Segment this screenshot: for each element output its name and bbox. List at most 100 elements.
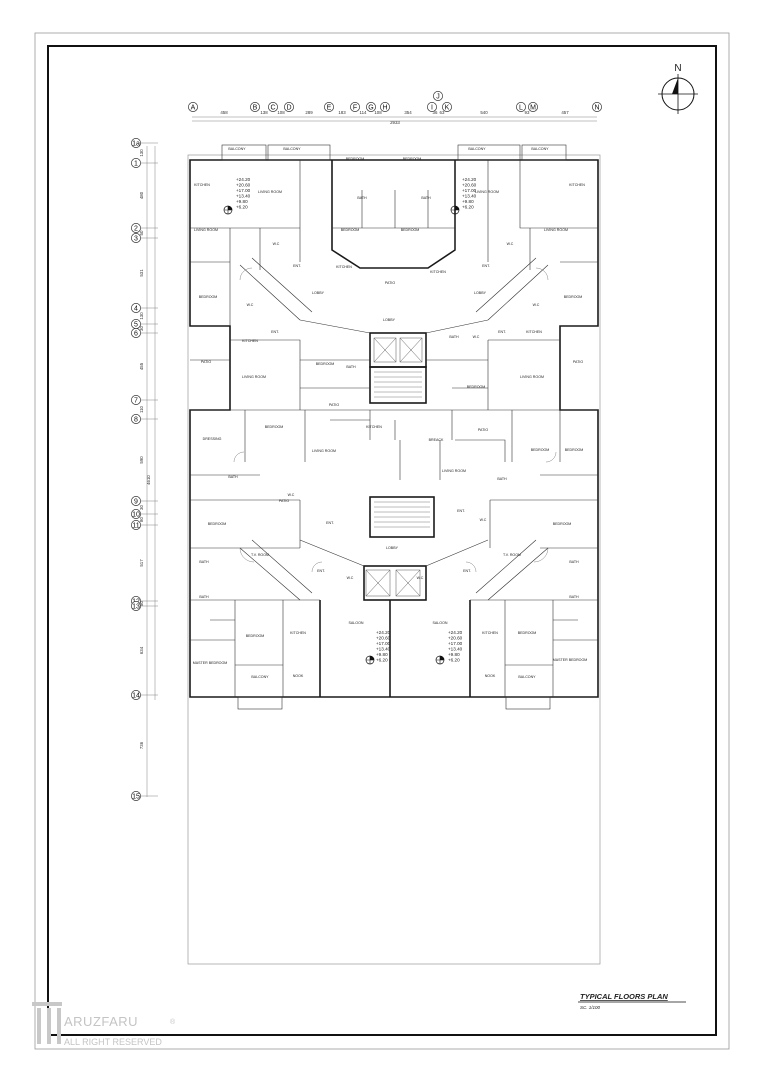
grid-row-9: 9 — [131, 496, 158, 506]
room-label-bedroom: BEDROOM — [467, 385, 486, 389]
level-value: +24.20 — [448, 630, 463, 635]
room-label-ent: ENT. — [463, 569, 471, 573]
level-annotations: +24.20+20.60+17.00+13.40+9.80+6.20+24.20… — [236, 177, 477, 663]
room-label-dressing: DRESSING — [203, 437, 222, 441]
room-label-bedroom: BEDROOM — [564, 295, 583, 299]
room-label-bath: BATH — [357, 196, 367, 200]
room-label-kitchen: KITCHEN — [366, 425, 382, 429]
stair-upper — [369, 366, 427, 404]
watermark-mark: ® — [170, 1018, 176, 1026]
level-value: +13.40 — [236, 194, 251, 199]
room-label-bedroom: BEDROOM — [246, 634, 265, 638]
room-label-kitchen: KITCHEN — [526, 330, 542, 334]
grid-row-15: 15 — [131, 791, 158, 801]
grid-col-label: L — [519, 104, 523, 111]
grid-row-3: 3 — [131, 233, 158, 243]
room-label-living: LIVING ROOM — [475, 190, 499, 194]
grid-row-label: 7 — [134, 397, 138, 404]
room-label-balcony: BALCONY — [228, 147, 246, 151]
grid-col-label: K — [445, 104, 450, 111]
room-label-bath: BATH — [228, 475, 238, 479]
grid-col-label: J — [436, 93, 440, 100]
room-label-bath: BATH — [421, 196, 431, 200]
inner-frame — [47, 45, 717, 1036]
site-boundary — [187, 154, 601, 965]
room-label-bath: BATH — [346, 365, 356, 369]
grid-row-7: 7 — [131, 395, 158, 405]
grid-col-label: F — [353, 104, 357, 111]
grid-col-label: E — [327, 104, 332, 111]
watermark-name: ARUZFARU — [64, 1014, 138, 1029]
grid-col-label: A — [191, 104, 196, 111]
grid-col-label: B — [253, 104, 258, 111]
total-height-dim: 4610 — [146, 475, 151, 485]
plan-title: TYPICAL FLOORS PLAN — [580, 992, 668, 1001]
level-value: +17.00 — [376, 641, 391, 646]
door-swings — [233, 267, 557, 573]
level-value: +20.60 — [448, 636, 463, 641]
grid-row-label: 1 — [134, 160, 138, 167]
room-label-living: LIVING ROOM — [312, 449, 336, 453]
col-dim: 289 — [305, 110, 313, 115]
grid-row-14: 14 — [131, 690, 158, 700]
grid-col-k: K — [442, 102, 452, 112]
col-dim: 93 — [525, 110, 530, 115]
room-label-wc: W.C — [417, 576, 424, 580]
row-dim: 531 — [139, 269, 144, 277]
grid-row-4: 4 — [131, 303, 158, 313]
level-value: +20.60 — [236, 183, 251, 188]
room-label-tv: T.V. ROOM — [251, 553, 269, 557]
room-label-saloon: SALOON — [433, 621, 448, 625]
room-label-living: LIVING ROOM — [194, 228, 218, 232]
grid-col-a: A — [188, 102, 198, 112]
room-label-bath: BATH — [569, 595, 579, 599]
grid-col-c: C — [268, 102, 278, 112]
grid-row-5: 5 — [131, 319, 158, 329]
room-label-wc: W.C — [273, 242, 280, 246]
grid-row-label: 1a — [132, 140, 140, 147]
grid-col-i: I — [427, 102, 437, 112]
level-marker-ne — [450, 205, 460, 215]
row-dim: 50 — [139, 601, 144, 606]
grid-col-label: N — [594, 104, 599, 111]
row-dim: 455 — [139, 362, 144, 370]
grid-col-label: M — [530, 104, 536, 111]
watermark-logo — [32, 1002, 62, 1006]
col-dim: 457 — [561, 110, 569, 115]
grid-col-e: E — [324, 102, 334, 112]
grid-row-11: 11 — [131, 520, 158, 530]
room-label-bedroom: BEDROOM — [341, 228, 360, 232]
room-label-living: LIVING ROOM — [442, 469, 466, 473]
room-label-bath: BATH — [199, 595, 209, 599]
room-label-patio: PATIO — [573, 360, 583, 364]
level-value: +20.60 — [376, 636, 391, 641]
room-label-balcony: BALCONY — [283, 147, 301, 151]
grid-col-n: N — [592, 102, 602, 112]
room-label-kitchen: KITCHEN — [482, 631, 498, 635]
room-label-lobby: LOBBY — [474, 291, 487, 295]
north-label: N — [674, 63, 681, 74]
room-label-patio: PATIO — [279, 499, 289, 503]
room-label-kitchen: KITCHEN — [430, 270, 446, 274]
level-value: +13.40 — [462, 194, 477, 199]
row-dim: 110 — [139, 405, 144, 413]
grid-row-bubbles: 1a123456789101112131415 — [131, 138, 158, 801]
room-label-wc: W.C — [533, 303, 540, 307]
level-value: +20.60 — [462, 183, 477, 188]
grid-row-label: 2 — [134, 225, 138, 232]
room-label-lobby: LOBBY — [312, 291, 325, 295]
room-label-patio: PATIO — [478, 428, 488, 432]
room-label-bedroom: BEDROOM — [553, 522, 572, 526]
room-label-bedroom: BEDROOM — [316, 362, 335, 366]
level-value: +17.00 — [448, 641, 463, 646]
level-value: +6.20 — [376, 658, 388, 663]
row-dim: 736 — [139, 741, 144, 749]
room-label-ent: ENT. — [317, 569, 325, 573]
stair-treads — [374, 371, 430, 528]
level-value: +13.40 — [376, 647, 391, 652]
bottom-saloon-walls — [319, 600, 471, 697]
room-label-kitchen: KITCHEN — [569, 183, 585, 187]
level-value: +24.20 — [462, 177, 477, 182]
